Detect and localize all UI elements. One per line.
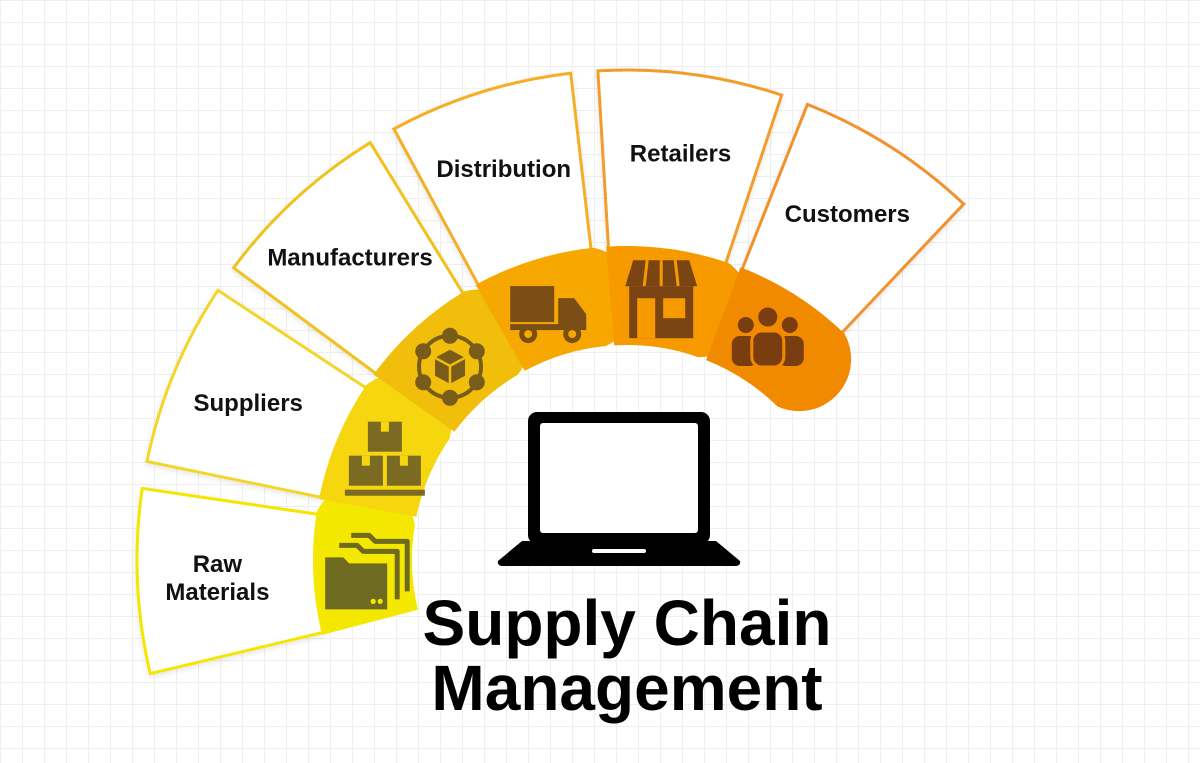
title-line-1: Supply Chain: [423, 587, 832, 659]
segment-label-line: Customers: [785, 201, 910, 228]
segment-label-line: Suppliers: [194, 390, 303, 417]
segment-label-line: Distribution: [436, 156, 571, 183]
segment-distribution: Distribution: [391, 71, 636, 371]
segment-label-line: Manufacturers: [267, 245, 432, 272]
segment-color-band: [475, 247, 636, 371]
segment-label-customers: Customers: [785, 201, 910, 228]
segment-label-suppliers: Suppliers: [194, 390, 303, 417]
truck-icon: [510, 286, 587, 344]
segment-label-distribution: Distribution: [436, 156, 571, 183]
segment-label-manufacturers: Manufacturers: [267, 245, 432, 272]
boxes-icon: [344, 421, 425, 496]
network-cube-icon: [415, 327, 485, 406]
laptop-icon: [497, 412, 741, 566]
segment-label-line: Retailers: [630, 141, 731, 168]
people-icon: [731, 304, 804, 369]
title-line-2: Management: [431, 652, 822, 724]
folders-icon: [325, 532, 410, 610]
store-icon: [625, 260, 698, 339]
segment-customers: Customers: [706, 102, 966, 412]
segment-manufacturers: Manufacturers: [231, 140, 530, 432]
segment-suppliers: Suppliers: [145, 288, 452, 517]
segment-label-line: Materials: [165, 579, 269, 606]
segment-label-line: Raw: [193, 551, 243, 578]
segment-retailers: Retailers: [596, 68, 784, 358]
segment-label-retailers: Retailers: [630, 141, 731, 168]
